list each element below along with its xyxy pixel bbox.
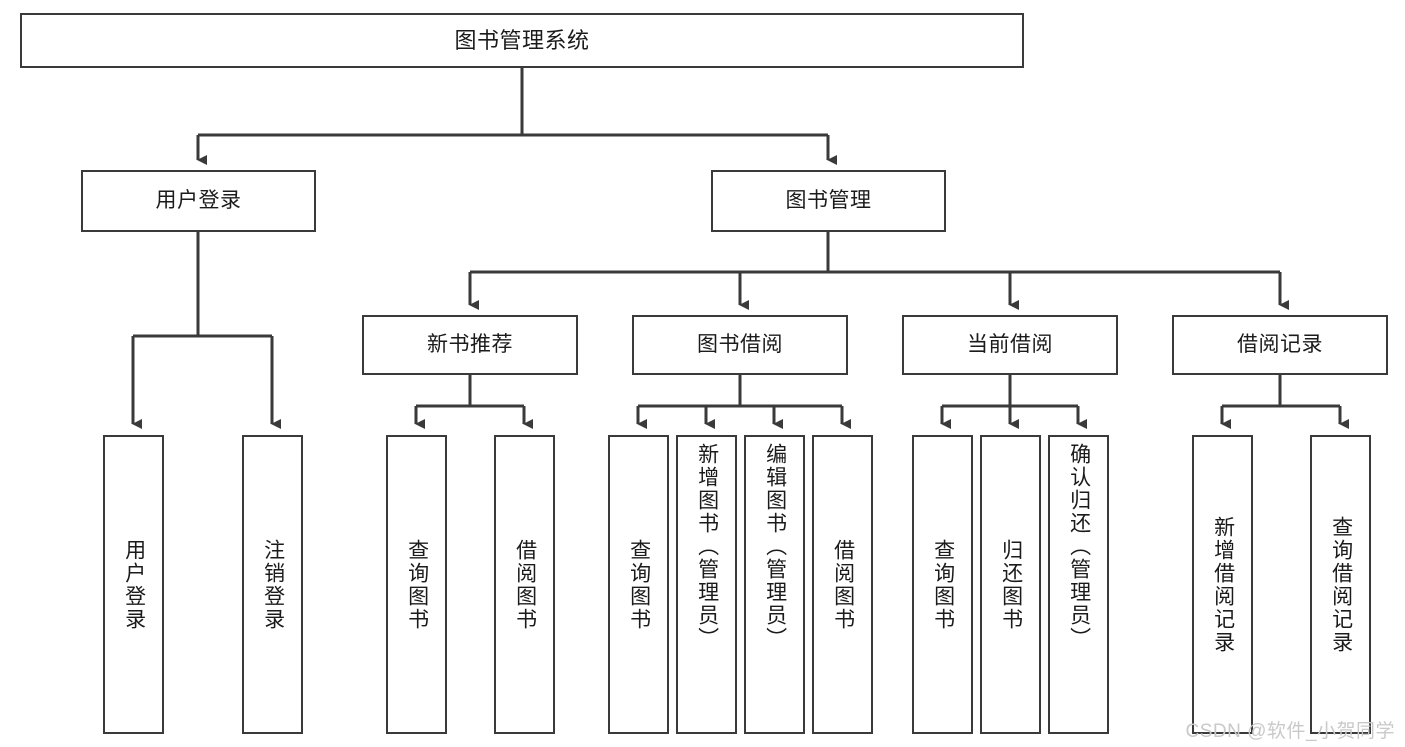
leaf-query-book-current[interactable]: 查询图书	[912, 435, 973, 734]
leaf-query-book-recommend[interactable]: 查询图书	[386, 435, 447, 734]
leaf-borrow-book-recommend[interactable]: 借阅图书	[494, 435, 555, 734]
node-root-system[interactable]: 图书管理系统	[20, 13, 1024, 68]
node-book-borrow[interactable]: 图书借阅	[632, 315, 848, 375]
leaf-add-borrow-record[interactable]: 新增借阅记录	[1192, 435, 1253, 734]
leaf-user-login[interactable]: 用户登录	[103, 435, 164, 734]
leaf-query-book-borrow[interactable]: 查询图书	[608, 435, 669, 734]
leaf-confirm-return-admin[interactable]: 确认归还（管理员）	[1048, 435, 1109, 734]
leaf-query-borrow-record[interactable]: 查询借阅记录	[1310, 435, 1371, 734]
node-book-management[interactable]: 图书管理	[711, 170, 946, 232]
leaf-return-book[interactable]: 归还图书	[980, 435, 1041, 734]
node-new-book-recommend[interactable]: 新书推荐	[362, 315, 578, 375]
leaf-logout-login[interactable]: 注销登录	[242, 435, 303, 734]
leaf-edit-book-admin[interactable]: 编辑图书（管理员）	[744, 435, 805, 734]
watermark-text: CSDN @软件_小贺同学	[1185, 721, 1395, 742]
leaf-add-book-admin[interactable]: 新增图书（管理员）	[676, 435, 737, 734]
node-borrow-record[interactable]: 借阅记录	[1172, 315, 1388, 375]
node-current-borrow[interactable]: 当前借阅	[902, 315, 1118, 375]
leaf-borrow-book[interactable]: 借阅图书	[812, 435, 873, 734]
node-user-login[interactable]: 用户登录	[81, 170, 316, 232]
